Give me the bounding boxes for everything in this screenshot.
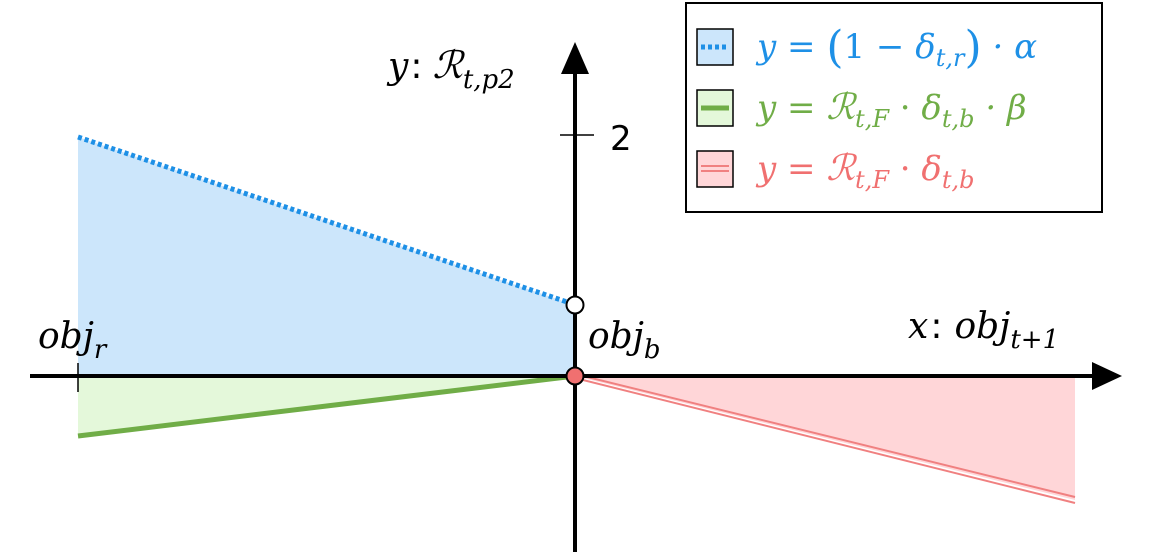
blue-dotted-line [77, 134, 568, 305]
obj-r-label: objr [38, 316, 108, 365]
x-axis-label: x:objt+1 [908, 306, 1059, 355]
red-double-line-b [574, 377, 1076, 504]
blue-region [78, 137, 575, 376]
y-axis-arrow [561, 42, 589, 74]
legend-green-label: y = ℛt,F · δt,b · β [755, 87, 1027, 133]
legend-blue-label: y = (1 − δt,r) · α [755, 22, 1037, 73]
y-tick-2-label: 2 [610, 119, 632, 159]
open-point-obj-b [565, 295, 585, 315]
red-double-line-a [574, 373, 1076, 498]
origin-point [565, 366, 585, 386]
obj-b-label: objb [588, 316, 661, 365]
legend-red-swatch [696, 150, 734, 188]
legend-red-label: y = ℛt,F · δt,b [755, 148, 975, 194]
legend: y = (1 − δt,r) · α y = ℛt,F · δt,b · β y… [685, 2, 1103, 213]
green-solid-line [77, 373, 576, 439]
legend-frame [685, 2, 1103, 213]
y-axis-label: y:ℛt,p2 [386, 43, 515, 95]
x-axis-arrow [1092, 362, 1122, 390]
red-region [575, 376, 1075, 500]
